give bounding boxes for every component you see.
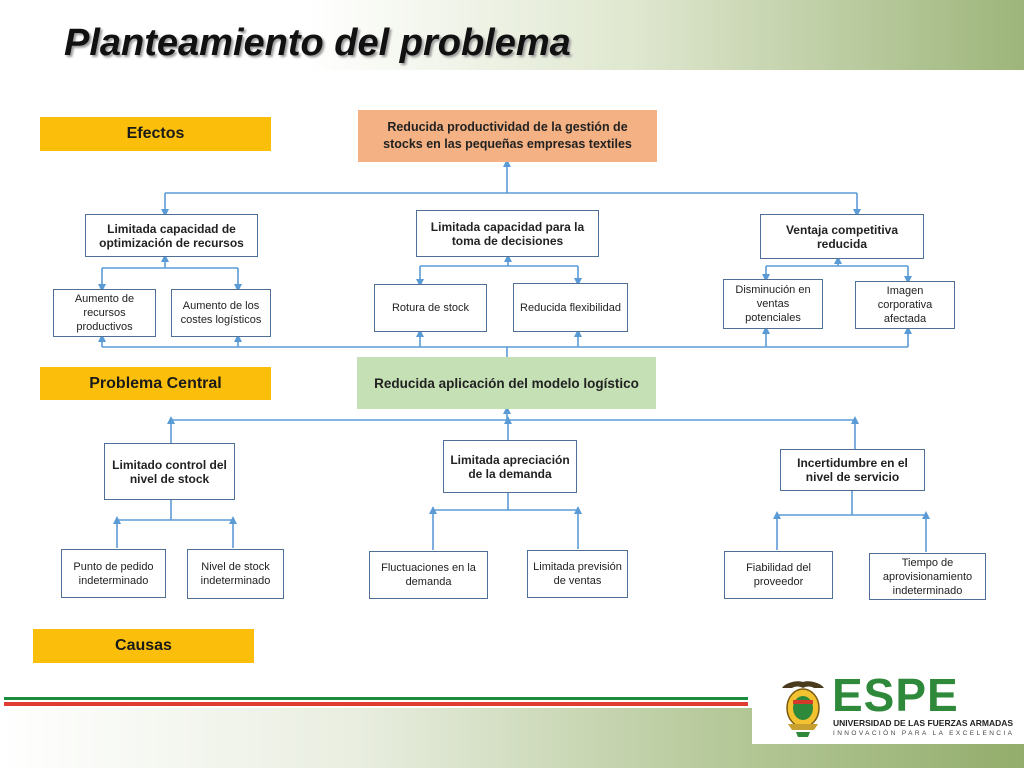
university-motto: INNOVACIÓN PARA LA EXCELENCIA — [833, 730, 1015, 737]
effect-box: Ventaja competitiva reducida — [760, 214, 924, 259]
cause-sub-box: Tiempo de aprovisionamiento indeterminad… — [869, 553, 986, 600]
university-name: UNIVERSIDAD DE LAS FUERZAS ARMADAS — [833, 718, 1014, 728]
espe-emblem-icon — [782, 681, 824, 737]
cause-sub-box: Limitada previsión de ventas — [527, 550, 628, 598]
cause-box: Limitado control del nivel de stock — [104, 443, 235, 500]
effect-box: Limitada capacidad para la toma de decis… — [416, 210, 599, 257]
effect-sub-box: Rotura de stock — [374, 284, 487, 332]
effect-sub-box: Imagen corporativa afectada — [855, 281, 955, 329]
central-problem-box: Reducida aplicación del modelo logístico — [357, 357, 656, 409]
effects-label: Efectos — [40, 117, 271, 151]
cause-box: Limitada apreciación de la demanda — [443, 440, 577, 493]
effect-sub-box: Disminución en ventas potenciales — [723, 279, 823, 329]
header-band — [0, 0, 1024, 70]
footer-stripe-green — [4, 697, 748, 700]
effect-sub-box: Aumento de recursos productivos — [53, 289, 156, 337]
cause-box: Incertidumbre en el nivel de servicio — [780, 449, 925, 491]
footer-stripe-white — [4, 700, 748, 702]
central-problem-label: Problema Central — [40, 367, 271, 400]
top-effect-box: Reducida productividad de la gestión de … — [358, 110, 657, 162]
cause-sub-box: Fluctuaciones en la demanda — [369, 551, 488, 599]
espe-logo-text: ESPE — [832, 669, 959, 721]
footer-stripe-red — [4, 702, 748, 706]
slide-title: Planteamiento del problema — [64, 22, 571, 64]
effect-box: Limitada capacidad de optimización de re… — [85, 214, 258, 257]
effect-sub-box: Aumento de los costes logísticos — [171, 289, 271, 337]
cause-sub-box: Fiabilidad del proveedor — [724, 551, 833, 599]
effect-sub-box: Reducida flexibilidad — [513, 283, 628, 332]
cause-sub-box: Punto de pedido indeterminado — [61, 549, 166, 598]
causes-label: Causas — [33, 629, 254, 663]
cause-sub-box: Nivel de stock indeterminado — [187, 549, 284, 599]
